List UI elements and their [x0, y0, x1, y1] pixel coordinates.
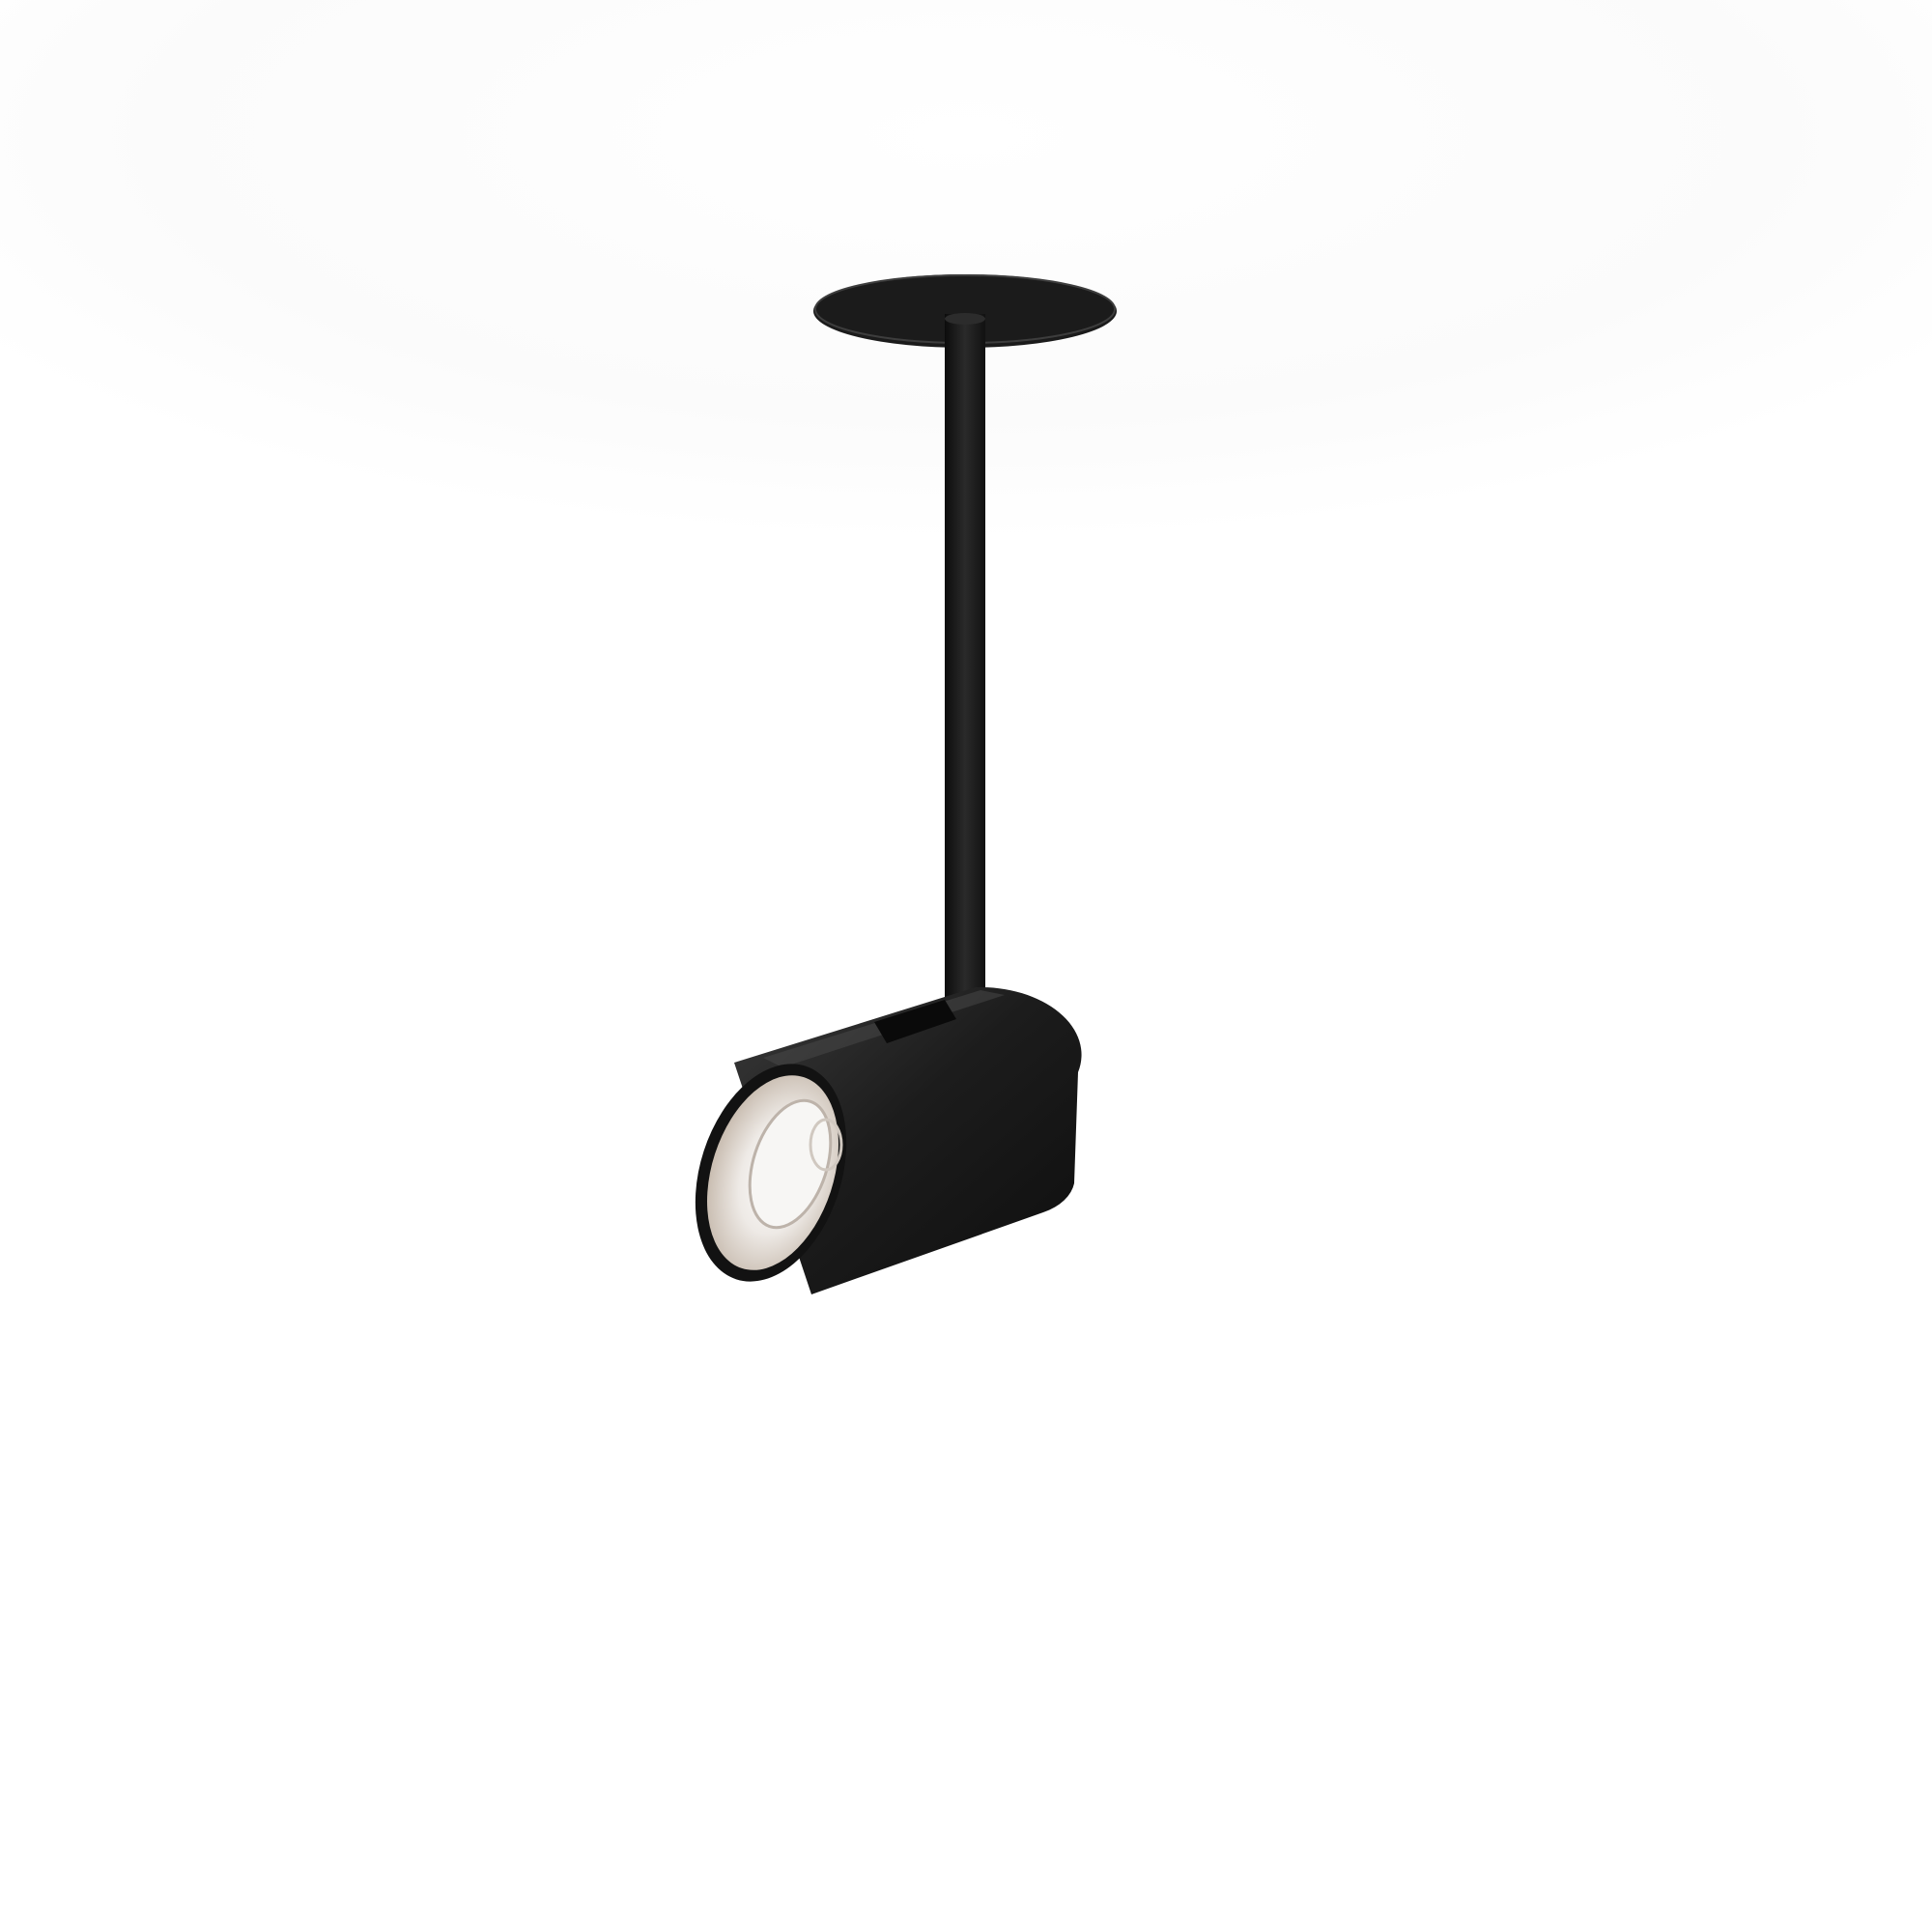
stem-joint	[945, 313, 985, 325]
stem-rod	[945, 314, 985, 1000]
lens-detail	[809, 1118, 843, 1172]
led-lens	[748, 1098, 833, 1230]
ceiling-canopy	[813, 274, 1117, 348]
swivel-bracket	[874, 1000, 956, 1043]
